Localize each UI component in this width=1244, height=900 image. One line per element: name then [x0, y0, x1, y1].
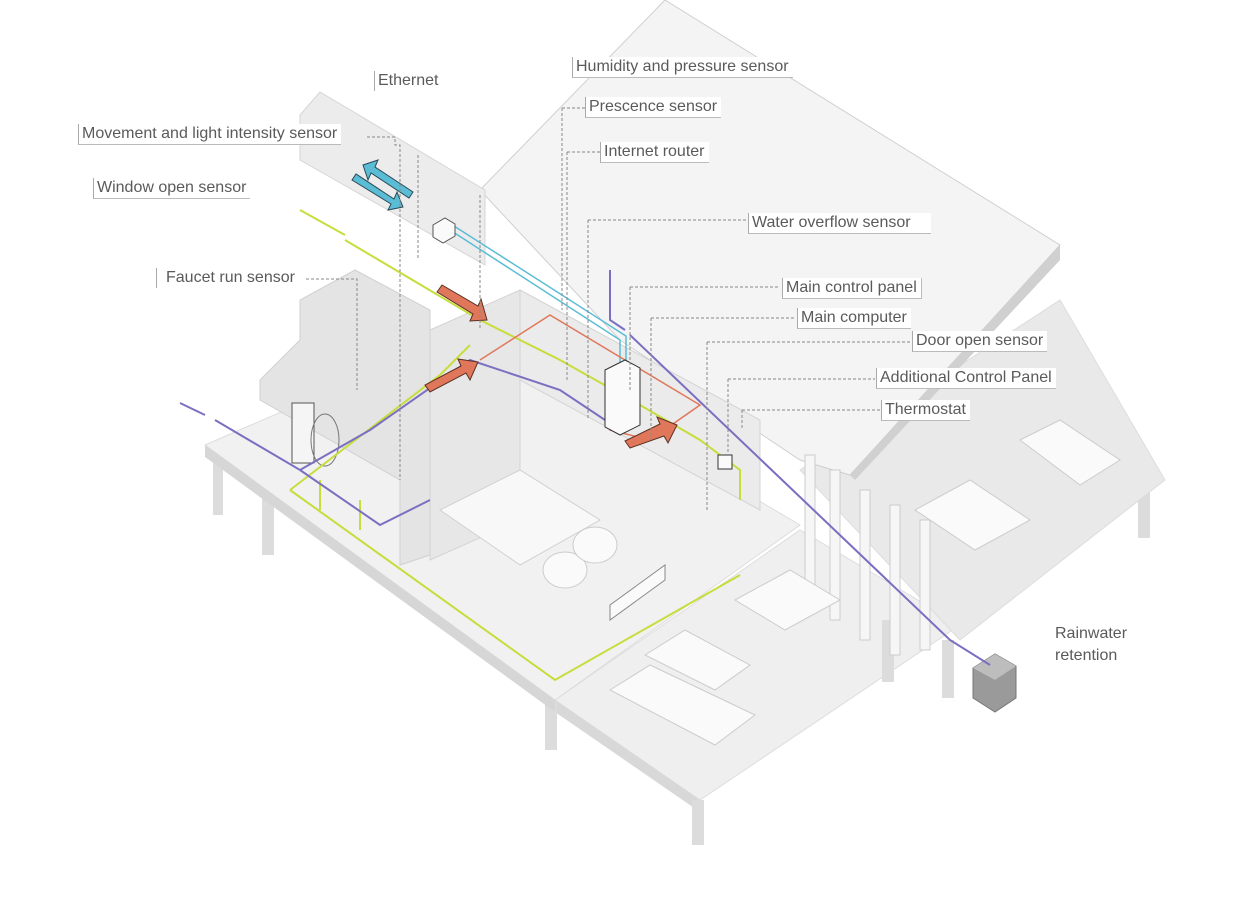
label-door-open-sensor: Door open sensor: [912, 331, 1048, 352]
label-rainwater-retention: Rainwater retention: [1055, 623, 1127, 667]
label-ethernet: Ethernet: [374, 71, 443, 91]
lounger: [608, 664, 756, 746]
glazing-columns: [804, 454, 931, 656]
water-heater: [291, 402, 315, 464]
radiator: [609, 564, 666, 621]
label-faucet-run-sensor: Faucet run sensor: [156, 268, 299, 288]
main-floor-edge: [205, 445, 555, 712]
rainwater-tank-top: [973, 654, 1016, 680]
label-thermostat: Thermostat: [881, 400, 970, 421]
label-internet-router: Internet router: [600, 142, 709, 163]
data-lines: [449, 225, 627, 370]
leader-lines: [306, 107, 910, 510]
label-movement-light-sensor: Movement and light intensity sensor: [78, 124, 342, 145]
vent-arrows-blue: [351, 159, 414, 211]
label-additional-control-panel: Additional Control Panel: [876, 368, 1056, 389]
additional-control-panel-icon: [717, 454, 733, 470]
chair: [572, 526, 618, 564]
right-table: [914, 479, 1031, 551]
router-box-icon: [432, 217, 456, 244]
lounger: [643, 629, 751, 691]
main-computer-icon: [604, 359, 641, 436]
label-window-open-sensor: Window open sensor: [93, 178, 251, 199]
dining-table: [733, 569, 842, 631]
label-water-overflow-sensor: Water overflow sensor: [748, 213, 931, 234]
lounger: [1019, 419, 1121, 486]
roof-shadow: [850, 245, 1060, 480]
water-lines: [179, 270, 991, 666]
label-presence-sensor: Prescence sensor: [585, 97, 722, 118]
label-rainwater-line1: Rainwater: [1055, 625, 1128, 642]
terrace-floor-edge: [555, 700, 700, 812]
label-rainwater-line2: retention: [1055, 647, 1118, 664]
shower: [310, 413, 340, 467]
label-main-control-panel: Main control panel: [782, 278, 922, 299]
label-main-computer: Main computer: [797, 308, 911, 329]
bed: [439, 469, 601, 566]
chair: [542, 551, 588, 589]
vent-arrows-orange: [424, 284, 678, 449]
label-humidity-pressure-sensor: Humidity and pressure sensor: [572, 57, 793, 78]
